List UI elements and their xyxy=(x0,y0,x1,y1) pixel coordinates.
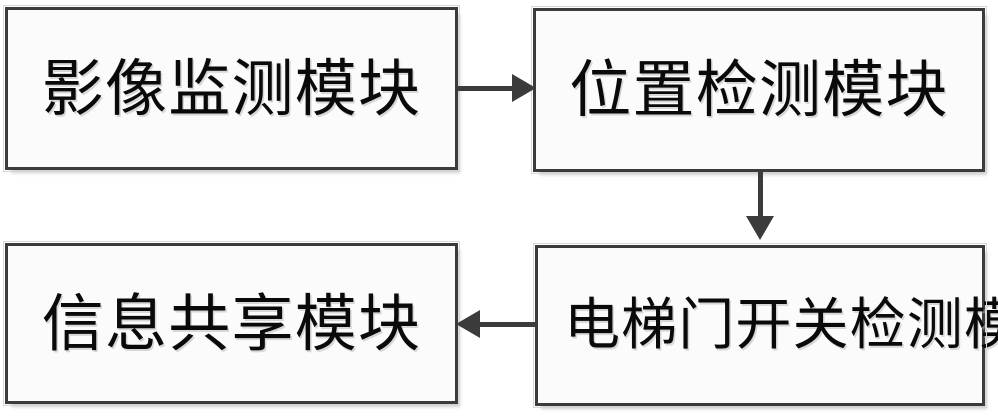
node-image-monitor-label: 影像监测模块 xyxy=(41,51,422,125)
arrow-right-icon xyxy=(512,74,536,102)
node-info-share[interactable]: 信息共享模块 xyxy=(3,241,460,406)
node-door-switch-detect[interactable]: 电梯门开关检测模块 xyxy=(533,243,998,408)
node-door-switch-detect-inner: 电梯门开关检测模块 xyxy=(538,290,998,362)
connector-line-horizontal xyxy=(478,322,536,327)
arrow-down-icon xyxy=(746,216,774,240)
node-position-detect[interactable]: 位置检测模块 xyxy=(531,6,987,174)
connector-line-vertical xyxy=(758,172,763,220)
node-door-switch-detect-label: 电梯门开关检测模块 xyxy=(564,292,998,358)
node-info-share-label: 信息共享模块 xyxy=(41,286,422,360)
node-position-detect-inner: 位置检测模块 xyxy=(536,53,982,126)
connector-line-horizontal xyxy=(458,86,516,91)
node-info-share-inner: 信息共享模块 xyxy=(8,287,455,360)
node-position-detect-label: 位置检测模块 xyxy=(569,53,949,127)
node-image-monitor[interactable]: 影像监测模块 xyxy=(3,5,460,172)
arrow-left-icon xyxy=(456,310,480,338)
node-image-monitor-inner: 影像监测模块 xyxy=(8,52,455,125)
